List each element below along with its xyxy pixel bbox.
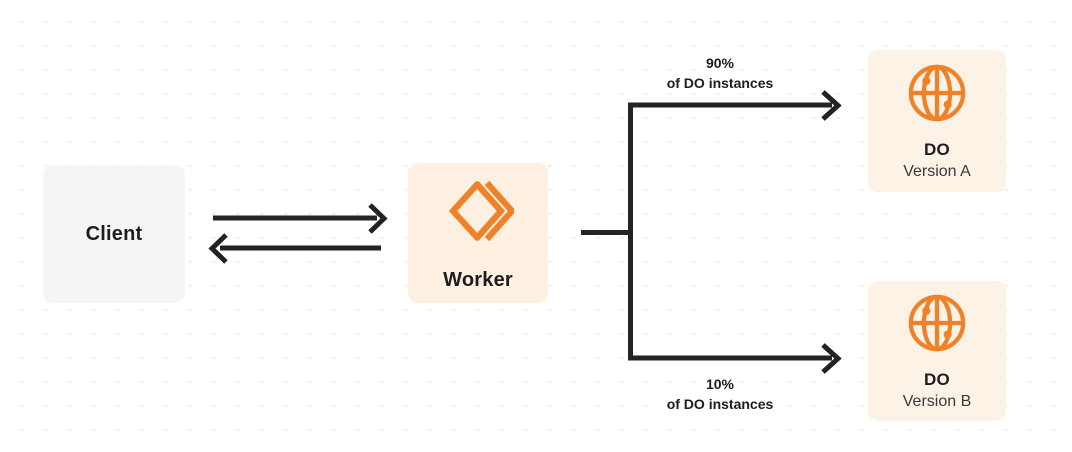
edge-label-do-b: 10% of DO instances <box>602 374 838 415</box>
edge-label-do-a-percent: 90% <box>705 55 735 71</box>
node-do-version-b-title: DO <box>923 369 951 389</box>
edge-label-do-a: 90% of DO instances <box>602 53 838 94</box>
node-do-version-a-title: DO <box>923 139 951 159</box>
node-do-version-b[interactable]: DO Version B <box>868 281 1006 421</box>
node-worker[interactable]: Worker <box>408 163 548 303</box>
node-worker-label: Worker <box>443 268 513 291</box>
arrow-worker-to-do-b <box>628 343 842 374</box>
node-do-version-a[interactable]: DO Version A <box>868 50 1006 192</box>
globe-icon <box>906 62 968 124</box>
node-do-version-a-subtitle: Version A <box>903 162 971 180</box>
node-client[interactable]: Client <box>43 165 185 303</box>
edge-label-do-a-text: of DO instances <box>666 75 774 92</box>
arrow-worker-to-client <box>208 233 381 264</box>
edge-label-do-b-percent: 10% <box>705 376 735 392</box>
node-client-label: Client <box>85 222 143 245</box>
node-do-version-b-subtitle: Version B <box>902 392 972 410</box>
arrow-client-to-worker <box>213 203 388 234</box>
edge-label-do-b-text: of DO instances <box>666 396 774 413</box>
arrow-worker-to-do-a <box>628 90 842 121</box>
globe-icon <box>906 292 968 354</box>
cloudflare-workers-chevron-icon <box>442 175 517 247</box>
